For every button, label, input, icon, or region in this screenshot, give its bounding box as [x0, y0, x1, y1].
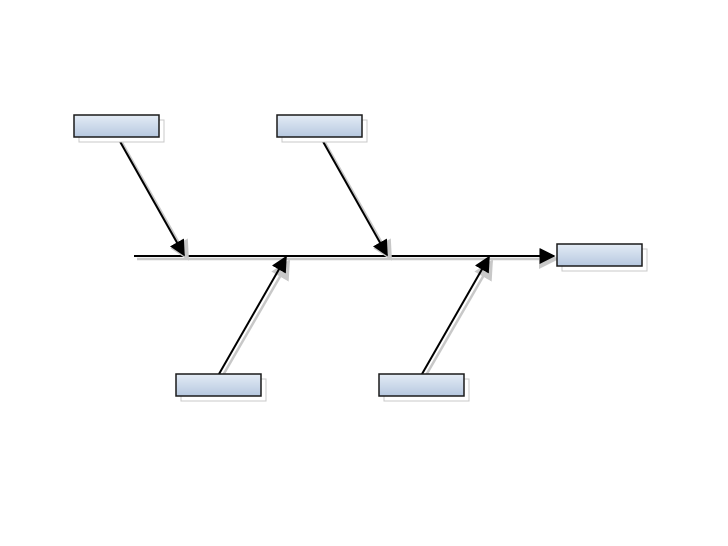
cause-box-top-right[interactable] [276, 114, 368, 143]
spine-line [134, 248, 559, 269]
cause-box-bottom-left[interactable] [175, 373, 267, 402]
effect-box[interactable] [556, 243, 648, 272]
bone-top-left [117, 137, 190, 261]
bone-bottom-left [218, 255, 291, 378]
cause-box-top-left[interactable] [73, 114, 165, 143]
bone-top-right [320, 137, 393, 261]
cause-box-bottom-right[interactable] [378, 373, 470, 402]
bone-bottom-right [421, 255, 494, 378]
